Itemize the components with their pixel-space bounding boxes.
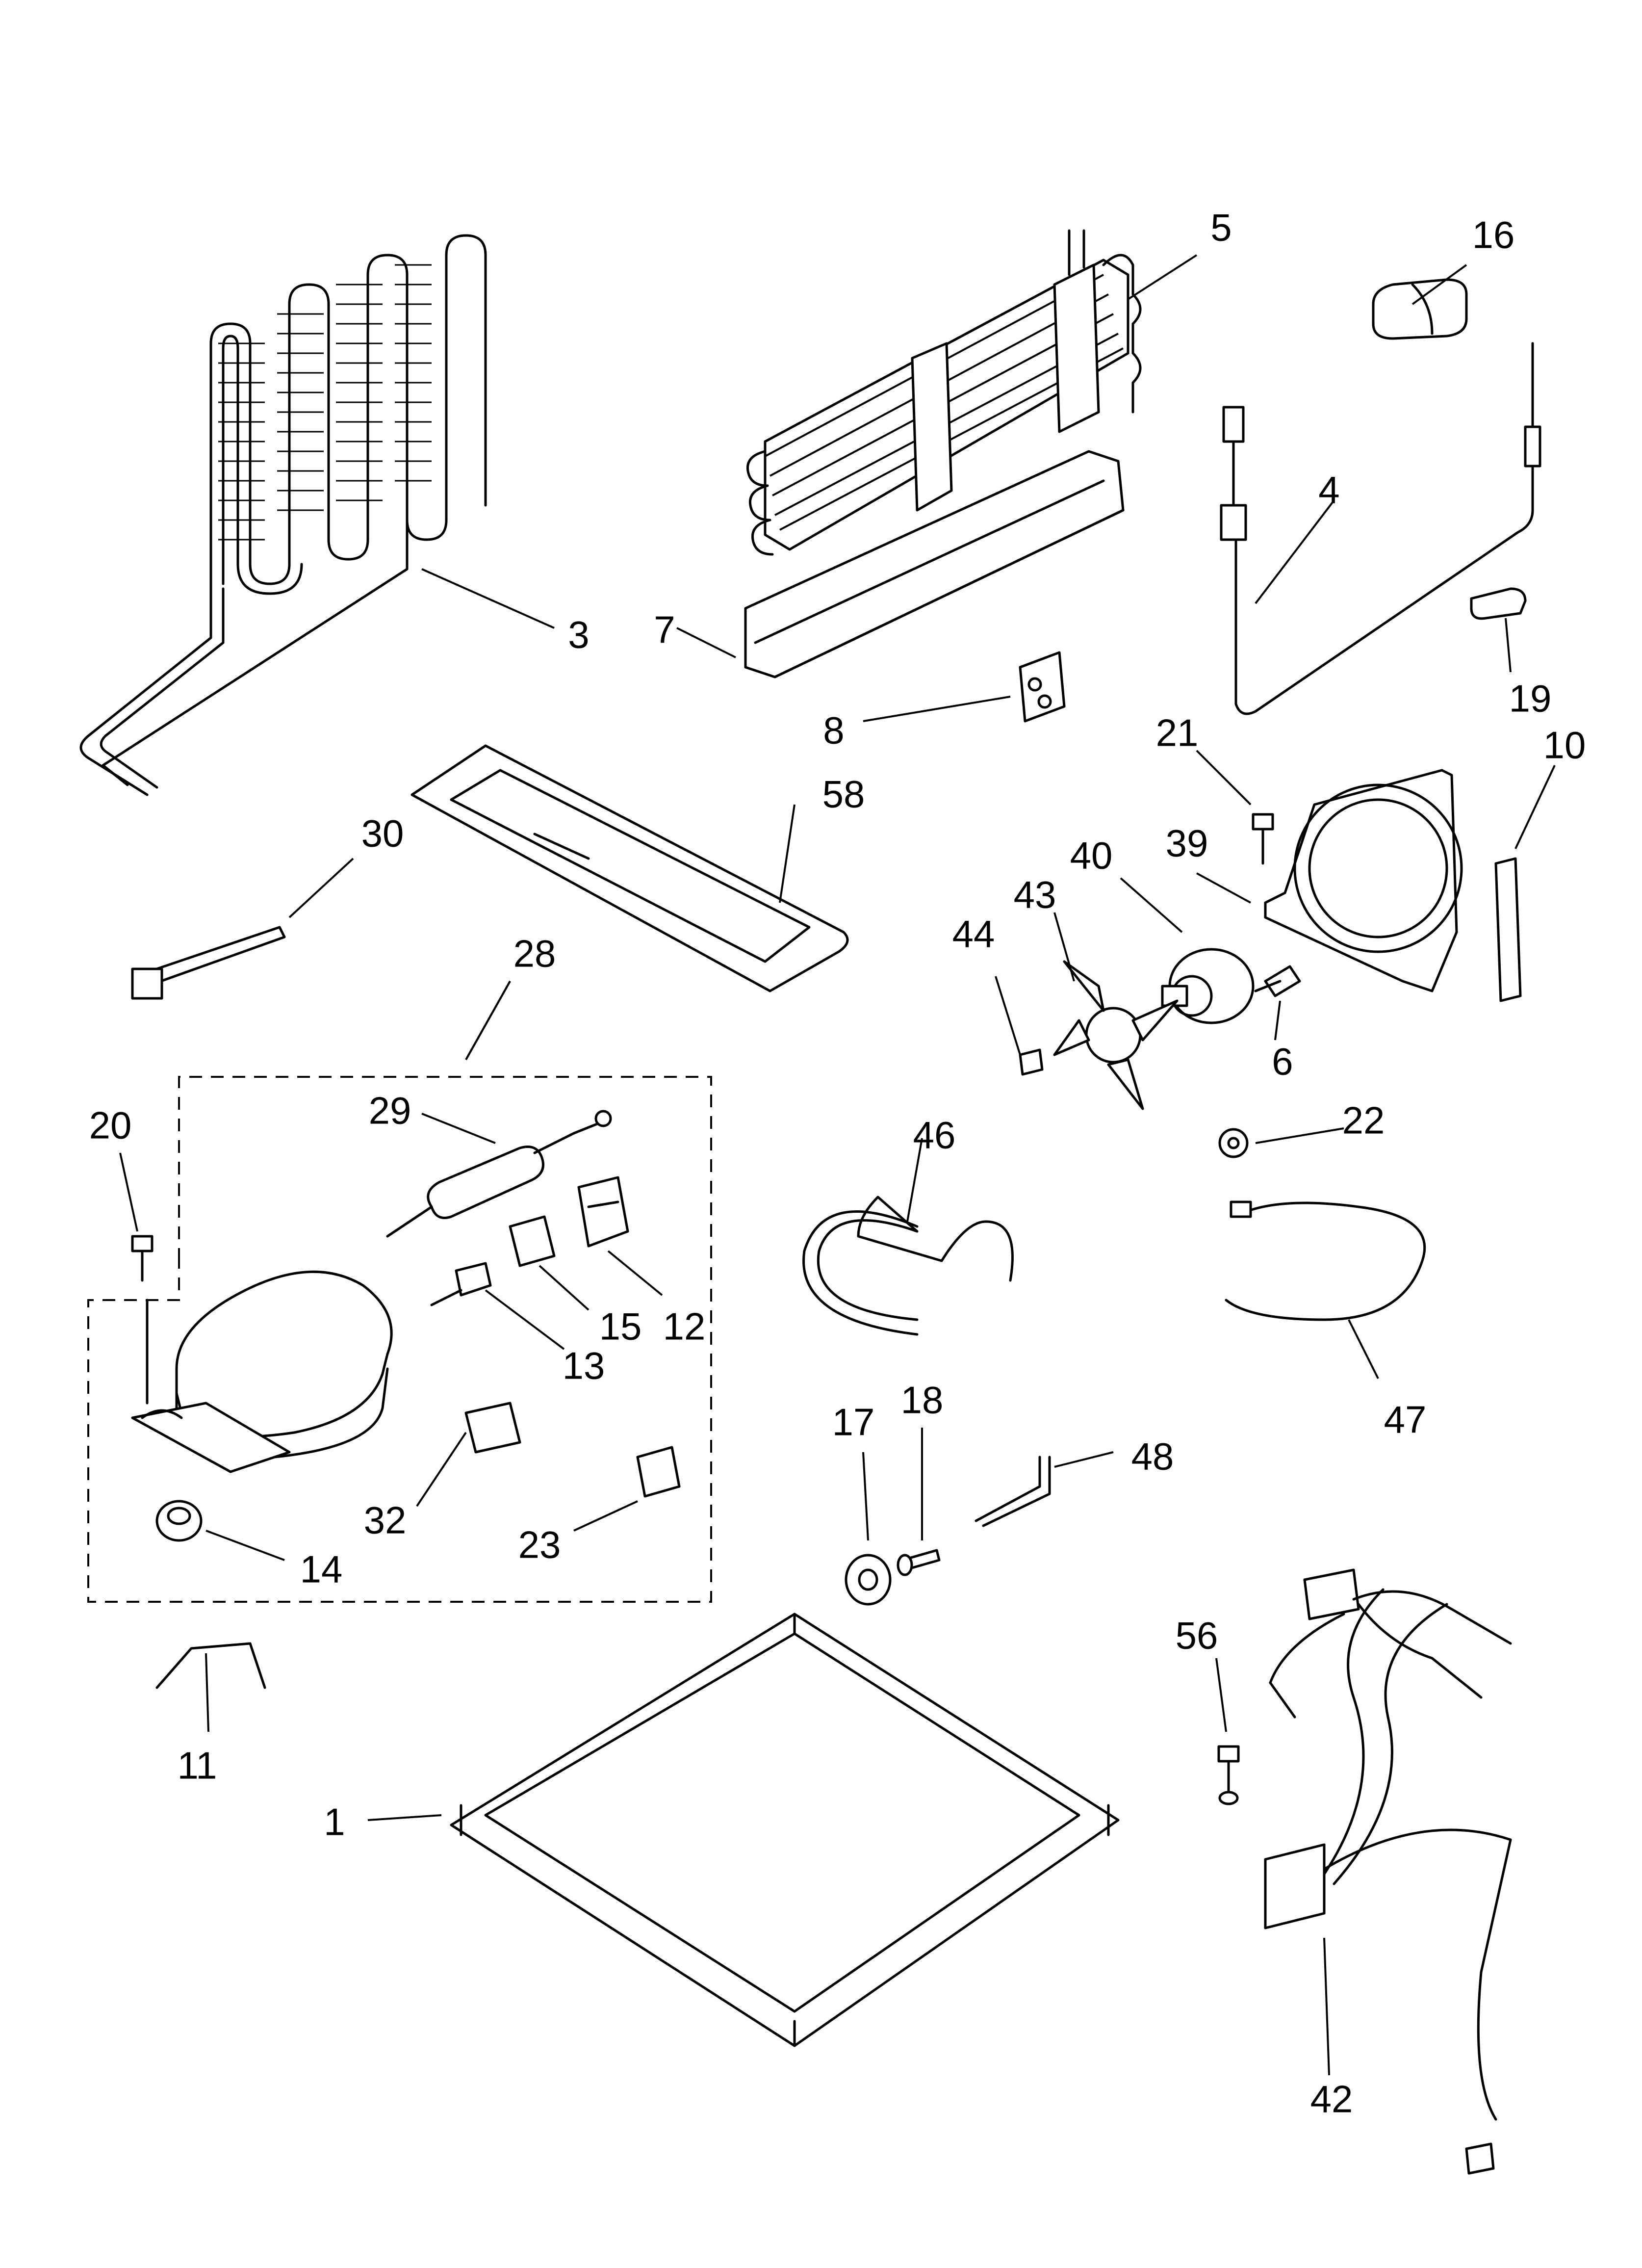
callout-44: 44 xyxy=(952,912,995,956)
callout-23: 23 xyxy=(518,1523,561,1566)
gasket-strip-part-10 xyxy=(1494,857,1522,1002)
cover-part-12 xyxy=(577,1176,629,1248)
wire-harness-part-42 xyxy=(1264,1568,1512,2175)
callout-32: 32 xyxy=(364,1499,407,1542)
callout-18: 18 xyxy=(901,1379,944,1422)
callout-58: 58 xyxy=(822,773,865,816)
spring-clip-part-11 xyxy=(155,1642,266,1689)
callout-3: 3 xyxy=(568,613,589,656)
grommet-part-17 xyxy=(845,1554,892,1606)
compressor xyxy=(131,1270,393,1473)
callout-11: 11 xyxy=(178,1744,217,1787)
fan-motor-part-40 xyxy=(1161,948,1255,1024)
callout-1: 1 xyxy=(324,1800,345,1844)
screw-part-20 xyxy=(131,1235,154,1282)
condenser-coil-part-3 xyxy=(79,234,487,796)
callout-17: 17 xyxy=(832,1401,875,1444)
screw-part-21 xyxy=(1252,813,1274,865)
callout-47: 47 xyxy=(1384,1398,1427,1441)
clip-part-19 xyxy=(1470,587,1527,620)
cable-tie-part-30 xyxy=(131,926,286,1000)
screw-part-56 xyxy=(1217,1745,1240,1805)
callout-42: 42 xyxy=(1310,2078,1353,2121)
sensor-wire-part-4 xyxy=(1220,342,1541,715)
callout-40: 40 xyxy=(1070,834,1113,877)
drain-pan-part-58 xyxy=(410,744,849,992)
callout-48: 48 xyxy=(1131,1435,1174,1478)
callout-28: 28 xyxy=(513,932,556,975)
relay-part-15 xyxy=(509,1215,556,1267)
callout-15: 15 xyxy=(599,1305,642,1348)
callout-56: 56 xyxy=(1176,1614,1218,1657)
callout-7: 7 xyxy=(654,608,675,652)
callout-10: 10 xyxy=(1543,724,1586,767)
grommet-part-14 xyxy=(155,1500,203,1542)
cap-part-16 xyxy=(1372,278,1468,340)
tube-part-47 xyxy=(1225,1200,1426,1321)
capacitor-part-32 xyxy=(464,1402,521,1454)
nut-part-22 xyxy=(1218,1128,1249,1158)
base-frame-part-1 xyxy=(450,1613,1120,2047)
callout-30: 30 xyxy=(361,812,404,855)
callout-4: 4 xyxy=(1318,469,1339,512)
callout-16: 16 xyxy=(1472,213,1515,257)
tube-loop-part-46 xyxy=(802,1196,1014,1336)
callout-12: 12 xyxy=(663,1305,706,1348)
callout-19: 19 xyxy=(1509,677,1552,720)
drain-trough-part-7 xyxy=(744,450,1125,678)
fan-blade-part-43 xyxy=(1053,960,1179,1110)
leader-lines xyxy=(119,254,1556,2076)
callout-22: 22 xyxy=(1342,1099,1385,1142)
fan-shroud-part-39 xyxy=(1264,769,1463,992)
callout-5: 5 xyxy=(1210,206,1232,249)
screw-part-6 xyxy=(1254,965,1301,997)
callout-39: 39 xyxy=(1166,822,1208,865)
drier-part-29 xyxy=(386,1110,612,1238)
callout-6: 6 xyxy=(1272,1040,1293,1083)
callout-13: 13 xyxy=(563,1344,605,1387)
callout-43: 43 xyxy=(1014,873,1056,916)
callout-labels: 1 3 4 5 6 7 8 10 11 12 13 14 15 16 17 18… xyxy=(89,206,1586,2121)
connector-part-23 xyxy=(636,1446,681,1498)
callout-21: 21 xyxy=(1156,711,1199,755)
evaporator-coil-part-5 xyxy=(746,229,1142,556)
callout-29: 29 xyxy=(369,1089,411,1132)
callout-8: 8 xyxy=(823,709,844,752)
pin-part-18 xyxy=(897,1549,941,1576)
callout-46: 46 xyxy=(913,1114,956,1157)
clip-part-44 xyxy=(1019,1048,1044,1076)
bracket-part-8 xyxy=(1019,651,1066,723)
overload-part-13 xyxy=(430,1262,492,1306)
callout-20: 20 xyxy=(89,1104,132,1147)
tube-part-48 xyxy=(975,1456,1051,1527)
callout-14: 14 xyxy=(300,1548,343,1591)
